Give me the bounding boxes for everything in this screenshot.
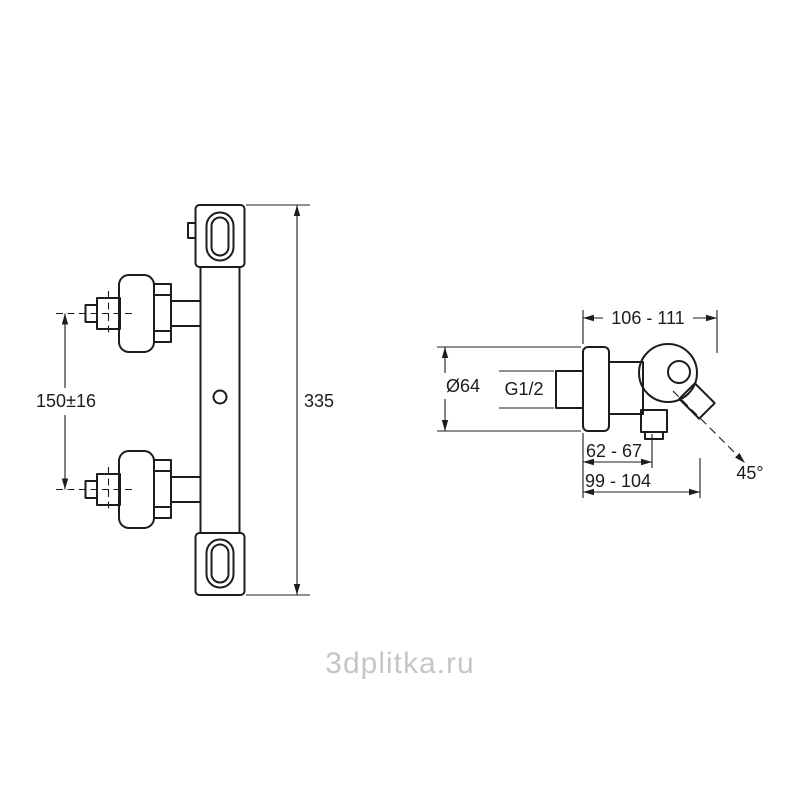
dim-label-wall-to-spout: 99 - 104 bbox=[585, 471, 651, 491]
top-cap bbox=[194, 204, 246, 268]
top-cap-tab bbox=[187, 222, 197, 239]
arrow-angle bbox=[735, 453, 745, 463]
angled-spout bbox=[678, 382, 716, 420]
valve-body bbox=[608, 361, 644, 415]
watermark: 3dplitka.ru bbox=[325, 647, 474, 680]
dim-label-thread: G1/2 bbox=[504, 379, 543, 399]
lower-handle-knob bbox=[118, 450, 155, 529]
inlet-nipple bbox=[555, 370, 584, 409]
angled-spout-body bbox=[678, 382, 716, 420]
dim-label-handle-spacing: 150±16 bbox=[36, 391, 96, 411]
arrow-spacing-up bbox=[61, 313, 69, 325]
arrow-spacing-down bbox=[61, 478, 69, 490]
arrow-spout-left bbox=[583, 488, 594, 496]
bottom-outlet bbox=[640, 409, 668, 433]
escutcheon bbox=[582, 346, 610, 432]
arrow-height-down bbox=[293, 584, 301, 595]
dim-label-outlet-angle: 45° bbox=[736, 463, 763, 483]
valve-head bbox=[638, 343, 698, 403]
top-cap-slot-outer bbox=[205, 211, 235, 262]
arrow-outlet-left bbox=[583, 458, 594, 466]
dim-label-wall-to-front: 106 - 111 bbox=[611, 308, 684, 328]
lower-handle-collar bbox=[153, 459, 172, 519]
arrow-diameter-down bbox=[441, 420, 449, 431]
front-view bbox=[84, 204, 246, 596]
arrow-diameter-up bbox=[441, 347, 449, 358]
front-view-dimensions: 150±16 335 bbox=[36, 204, 334, 596]
bottom-cap-slot-outer bbox=[205, 538, 235, 589]
arrow-outlet-right bbox=[641, 458, 652, 466]
arrow-spout-right bbox=[689, 488, 700, 496]
upper-handle-connector bbox=[170, 300, 202, 327]
upper-handle-collar bbox=[153, 283, 172, 343]
bottom-outlet-lip bbox=[644, 431, 664, 440]
bottom-cap-slot-inner bbox=[210, 543, 230, 584]
top-cap-slot-inner bbox=[210, 216, 230, 257]
arrow-height-up bbox=[293, 205, 301, 216]
side-view bbox=[555, 343, 716, 440]
arrow-front-left bbox=[583, 314, 594, 322]
side-view-dimensions: 106 - 111 Ø64 G1/2 62 - 67 99 - 104 45° bbox=[437, 308, 764, 498]
dim-label-wall-to-outlet: 62 - 67 bbox=[586, 441, 642, 461]
body-center-button bbox=[212, 389, 228, 405]
arrow-front-right bbox=[706, 314, 717, 322]
dim-label-total-height: 335 bbox=[304, 391, 334, 411]
valve-knob bbox=[667, 360, 691, 384]
upper-handle-knob bbox=[118, 274, 155, 353]
lower-handle-connector bbox=[170, 476, 202, 503]
dim-label-diameter: Ø64 bbox=[446, 376, 480, 396]
mixer-body bbox=[199, 266, 241, 534]
bottom-cap bbox=[194, 532, 246, 596]
angle-indicator-line bbox=[672, 390, 746, 464]
